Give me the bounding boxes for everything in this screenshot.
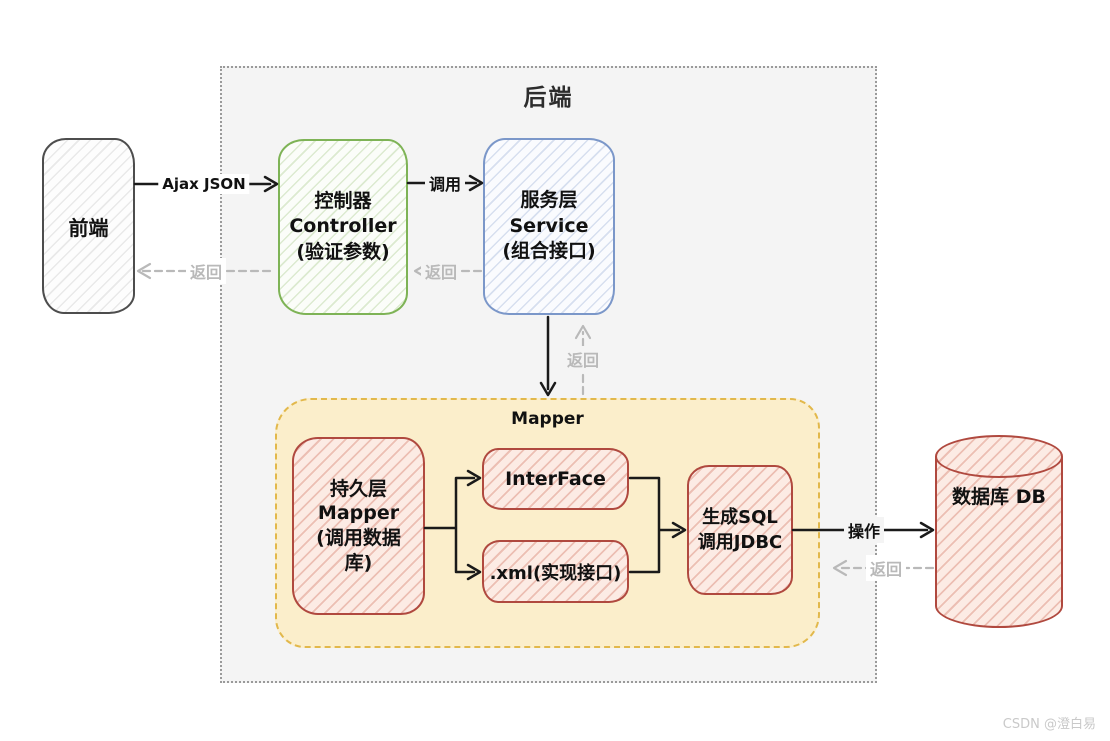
return-to-service-label: 返回: [562, 346, 604, 372]
generate-sql-label-line: 生成SQL: [702, 506, 778, 528]
mapper-group-title: Mapper: [511, 409, 584, 429]
service-to-mapper-arrow: [539, 315, 557, 397]
return-arrowhead-to-mapper: [832, 559, 848, 577]
controller-label-line: Controller: [289, 215, 397, 238]
generate-sql-label-line: 调用JDBC: [697, 532, 783, 553]
controller-label-line: 控制器: [314, 189, 372, 212]
return-arrowhead-to-service: [574, 324, 592, 340]
operate-arrow-label: 操作: [843, 517, 885, 543]
merge-to-gensql-arrow: [628, 476, 687, 574]
return-to-frontend-label: 返回: [185, 258, 227, 284]
service-label-line: Service: [509, 214, 589, 237]
frontend-label: 前端: [68, 215, 109, 240]
watermark: CSDN @澄白易: [1002, 717, 1096, 732]
database-cylinder: 数据库 DB: [935, 435, 1063, 628]
backend-title: 后端: [523, 85, 574, 111]
database-cylinder-body: [935, 456, 1063, 628]
persistence-label-line: 持久层: [329, 477, 387, 500]
persistence-label-line: Mapper: [317, 502, 400, 525]
return-arrowhead-to-frontend: [136, 262, 152, 280]
persistence-node: 持久层 Mapper (调用数据 库): [292, 437, 425, 615]
xml-label: .xml(实现接口): [489, 562, 622, 584]
interface-node: InterFace: [482, 448, 629, 510]
service-node: 服务层 Service (组合接口): [483, 138, 615, 315]
call-arrow-label: 调用: [424, 170, 466, 196]
database-label-line: DB: [1015, 486, 1046, 508]
frontend-node: 前端: [42, 138, 135, 314]
controller-node: 控制器 Controller (验证参数): [278, 139, 408, 315]
persistence-label-line: (调用数据: [316, 527, 401, 549]
database-label-line: 数据库: [952, 486, 1010, 508]
persistence-label-line: 库): [344, 551, 373, 574]
interface-label: InterFace: [505, 468, 606, 490]
database-label: 数据库 DB: [935, 483, 1063, 512]
ajax-arrow-label: Ajax JSON: [158, 174, 250, 194]
database-cylinder-top-ellipse: [935, 435, 1063, 478]
return-to-mapper-label: 返回: [865, 555, 907, 581]
return-to-controller-label: 返回: [420, 258, 462, 284]
service-label-line: 服务层: [520, 189, 578, 212]
service-label-line: (组合接口): [502, 240, 596, 263]
xml-node: .xml(实现接口): [482, 540, 629, 603]
persistence-split-arrows: [423, 469, 482, 581]
generate-sql-node: 生成SQL 调用JDBC: [687, 465, 793, 595]
controller-label-line: (验证参数): [296, 240, 390, 263]
